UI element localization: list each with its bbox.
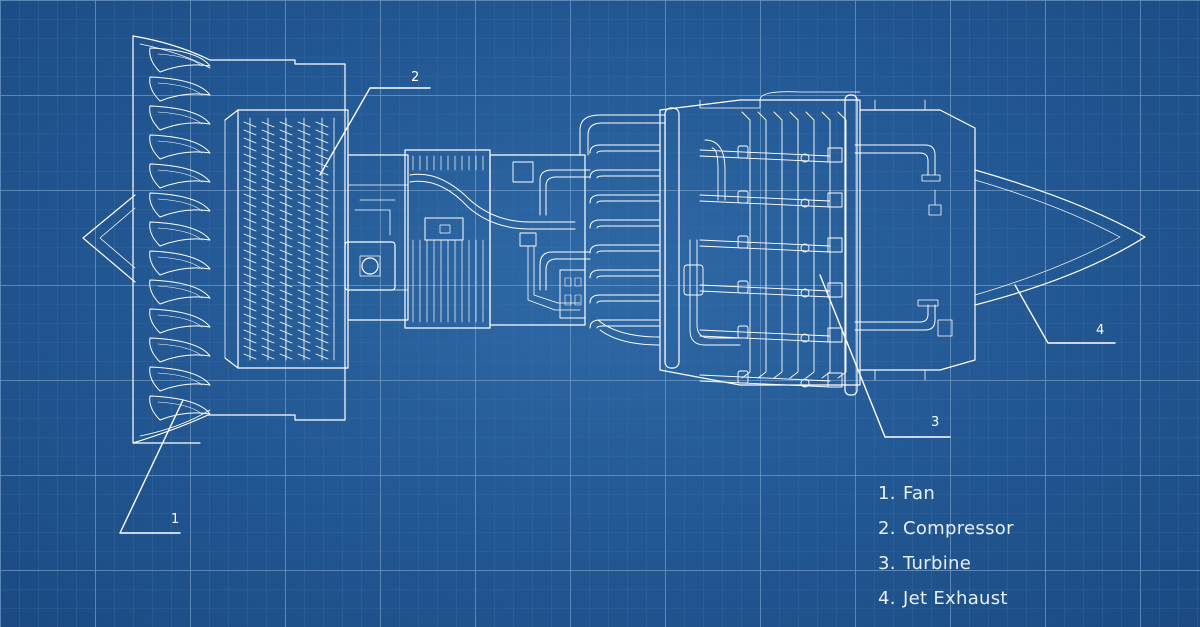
fan-blade bbox=[150, 77, 210, 101]
callout-leader-2 bbox=[320, 88, 430, 175]
legend-item-turbine: 3.Turbine bbox=[878, 553, 1014, 588]
fan-blade bbox=[150, 164, 210, 188]
pipe bbox=[597, 226, 660, 228]
callout-number-3: 3 bbox=[931, 415, 939, 430]
pipe bbox=[597, 301, 660, 303]
fan-blade bbox=[150, 106, 210, 130]
fan-blades bbox=[150, 48, 210, 420]
pipe bbox=[597, 176, 660, 178]
compressor-section bbox=[225, 110, 348, 368]
fan-blade bbox=[150, 193, 210, 217]
pipe bbox=[590, 220, 660, 228]
callout-leaders bbox=[120, 88, 1115, 533]
legend-number: 3. bbox=[878, 553, 903, 575]
callout-number-1: 1 bbox=[171, 512, 179, 527]
turbine-stage bbox=[790, 112, 798, 378]
pipe bbox=[588, 123, 665, 155]
legend-label: Fan bbox=[903, 483, 935, 504]
intake-nacelle bbox=[133, 36, 345, 443]
turbine-strut bbox=[700, 240, 830, 246]
nose-cone bbox=[83, 195, 135, 282]
pipe bbox=[546, 259, 590, 290]
pipe bbox=[597, 276, 660, 278]
legend-item-compressor: 2.Compressor bbox=[878, 518, 1014, 553]
turbine-stage bbox=[758, 112, 766, 378]
exhaust-cone bbox=[975, 170, 1145, 305]
pipe bbox=[590, 270, 660, 278]
turbine-strut bbox=[700, 381, 830, 387]
turbine-stage bbox=[774, 112, 782, 378]
turbine-valve bbox=[684, 265, 703, 295]
mid-casing bbox=[345, 150, 585, 328]
turbine-strut bbox=[700, 375, 830, 381]
fan-blade bbox=[150, 48, 210, 72]
callout-number-2: 2 bbox=[411, 70, 419, 85]
pipe bbox=[600, 330, 660, 345]
fan-blade bbox=[150, 280, 210, 304]
legend-number: 4. bbox=[878, 588, 903, 610]
fan-blade bbox=[150, 222, 210, 246]
fan-blade bbox=[150, 367, 210, 391]
pipe bbox=[580, 115, 665, 155]
turbine-strut bbox=[700, 336, 830, 342]
turbine-strut bbox=[700, 330, 830, 336]
turbine-strut bbox=[700, 285, 830, 291]
turbine-strut bbox=[700, 246, 830, 252]
fan-blade bbox=[150, 135, 210, 159]
fan-blade bbox=[150, 309, 210, 333]
fan-blade bbox=[150, 338, 210, 362]
turbine-strut bbox=[700, 150, 830, 156]
pipe bbox=[590, 295, 660, 303]
callout-leader-3 bbox=[820, 275, 950, 437]
turbine-section bbox=[660, 92, 860, 395]
legend: 1.Fan 2.Compressor 3.Turbine 4.Jet Exhau… bbox=[878, 483, 1014, 623]
combustor-pipework bbox=[540, 115, 665, 345]
pipe bbox=[590, 170, 660, 178]
callout-labels: 1 2 3 4 bbox=[171, 70, 1104, 527]
turbine-pipe bbox=[712, 148, 718, 200]
pipe bbox=[597, 251, 660, 253]
turbine-strut bbox=[700, 291, 830, 297]
pipe bbox=[597, 201, 660, 203]
pipe bbox=[590, 320, 660, 328]
turbine-strut bbox=[700, 156, 830, 162]
turbine-strut bbox=[700, 195, 830, 201]
pipe bbox=[590, 195, 660, 203]
callout-number-4: 4 bbox=[1096, 323, 1104, 338]
turbine-strut bbox=[700, 201, 830, 207]
legend-number: 2. bbox=[878, 518, 903, 540]
rear-casing bbox=[855, 100, 975, 380]
legend-item-jet-exhaust: 4.Jet Exhaust bbox=[878, 588, 1014, 623]
turbine-pipe bbox=[705, 140, 725, 200]
fan-blade bbox=[150, 251, 210, 275]
legend-label: Turbine bbox=[903, 553, 971, 574]
pipe bbox=[590, 145, 660, 153]
pipe bbox=[597, 151, 660, 153]
legend-label: Jet Exhaust bbox=[903, 588, 1008, 609]
pipe bbox=[546, 177, 590, 215]
legend-label: Compressor bbox=[903, 518, 1014, 539]
pipe bbox=[590, 245, 660, 253]
turbine-stage bbox=[822, 112, 830, 378]
legend-item-fan: 1.Fan bbox=[878, 483, 1014, 518]
legend-number: 1. bbox=[878, 483, 903, 505]
